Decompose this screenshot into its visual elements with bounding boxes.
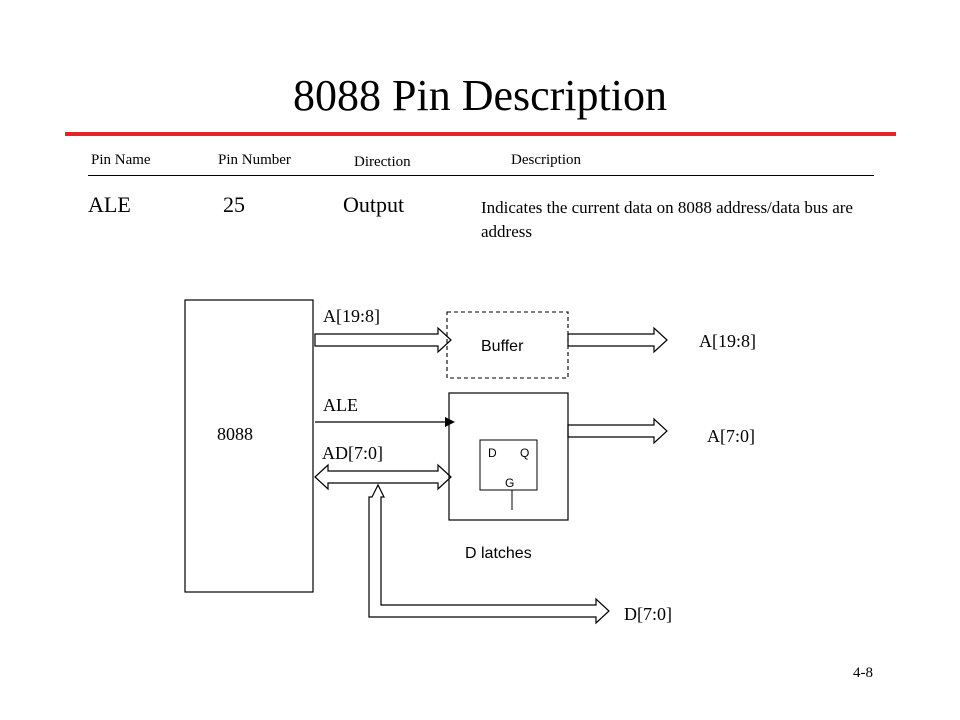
- header-pin-name: Pin Name: [91, 152, 151, 168]
- a19-8-bus-arrow-out: [567, 326, 668, 354]
- signal-ale-label: ALE: [323, 395, 358, 415]
- chip-8088-box: [184, 299, 314, 593]
- cell-description: Indicates the current data on 8088 addre…: [481, 198, 853, 241]
- header-divider: [88, 175, 874, 176]
- d-latches-box: [448, 392, 569, 521]
- chip-8088-label: 8088: [217, 424, 253, 444]
- out-d7-0-label: D[7:0]: [624, 604, 672, 624]
- d7-0-bus-arrow: [368, 483, 610, 625]
- latch-d-label: D: [488, 446, 497, 460]
- buffer-label: Buffer: [481, 338, 524, 355]
- out-a19-8-label: A[19:8]: [699, 331, 756, 351]
- header-direction: Direction: [354, 154, 411, 170]
- latch-g-label: G: [505, 476, 514, 490]
- signal-a19-8-label: A[19:8]: [323, 306, 380, 326]
- ad7-0-bus-bidirectional: [314, 463, 452, 491]
- d-latch-cell: [479, 439, 538, 491]
- cell-pin-number: 25: [223, 192, 245, 217]
- a19-8-bus-arrow-in: [314, 326, 452, 354]
- slide-title: 8088 Pin Description: [293, 71, 667, 120]
- signal-ad7-0-label: AD[7:0]: [322, 443, 383, 463]
- a7-0-bus-arrow-out: [567, 417, 668, 445]
- cell-direction: Output: [343, 192, 405, 217]
- header-description: Description: [511, 152, 581, 168]
- title-underline: [65, 132, 896, 136]
- d-latches-label: D latches: [465, 545, 532, 562]
- header-pin-number: Pin Number: [218, 152, 291, 168]
- slide-number: 4-8: [853, 665, 873, 681]
- ale-arrowhead: [445, 417, 455, 427]
- latch-q-label: Q: [520, 446, 529, 460]
- cell-pin-name: ALE: [88, 192, 131, 217]
- out-a7-0-label: A[7:0]: [707, 426, 755, 446]
